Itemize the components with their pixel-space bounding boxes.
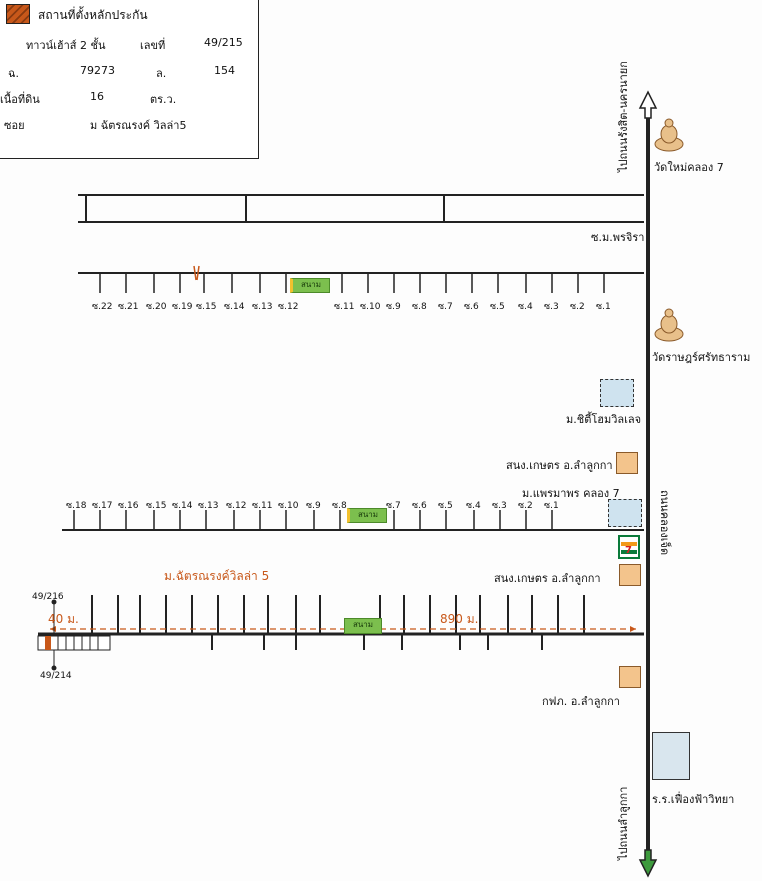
school-label: ร.ร.เฟื่องฟ้าวิทยา (652, 793, 735, 806)
soi-label: ซ.1 (596, 302, 611, 312)
soi-label: ซ.9 (306, 501, 321, 511)
collateral-swatch (6, 4, 30, 24)
school-icon (652, 732, 690, 780)
soi-label: ซ.22 (92, 302, 113, 312)
area-label: เนื้อที่ดิน (0, 93, 40, 106)
soi-label: ซ.6 (464, 302, 479, 312)
soi-label: ซอย (4, 119, 25, 132)
svg-text:7: 7 (625, 545, 632, 556)
soi-label: ซ.11 (334, 302, 355, 312)
main-road-label: ถนนคลองเจ็ด (658, 490, 671, 556)
soi-label: ซ.19 (172, 302, 193, 312)
north-direction-label: ไปถนนรังสิต-นครนายก (617, 61, 630, 172)
soi-label: ซ.18 (66, 501, 87, 511)
agri-office2-icon (619, 564, 641, 586)
no-value: 49/215 (204, 36, 243, 49)
pea-office-label: กฟภ. อ.ลำลูกกา (542, 695, 620, 708)
break-marker (193, 265, 200, 281)
soi-prija-label: ซ.ม.พรจิรา (591, 231, 645, 244)
pea-office-icon (619, 666, 641, 688)
village2-label: ม.แพรมาพร คลอง 7 (522, 487, 620, 500)
soi-label: ซ.3 (492, 501, 507, 511)
soi-label: ซ.1 (544, 501, 559, 511)
soi-label: ซ.7 (386, 501, 401, 511)
no-label: เลขที่ (140, 39, 166, 52)
soi-label: ซ.8 (332, 501, 347, 511)
area-unit: ตร.ว. (150, 93, 177, 106)
soi-label: ซ.7 (438, 302, 453, 312)
area-value: 16 (90, 90, 104, 103)
agri-office1-label: สนง.เกษตร อ.ลำลูกกา (506, 459, 613, 472)
soi-label: ซ.17 (92, 501, 113, 511)
soi-label: ซ.13 (198, 501, 219, 511)
soi-label: ซ.14 (224, 302, 245, 312)
field-row2: สนาม (347, 508, 387, 523)
south-direction-label: ไปถนนลำลูกกา (617, 786, 630, 860)
l-value: 154 (214, 64, 235, 77)
legend-box: สถานที่ตั้งหลักประกัน ทาวน์เฮ้าส์ 2 ชั้น… (0, 0, 259, 159)
chanot-value: 79273 (80, 64, 115, 77)
type-label: ทาวน์เฮ้าส์ 2 ชั้น (26, 39, 106, 52)
soi-label: ซ.2 (518, 501, 533, 511)
soi-label: ซ.10 (360, 302, 381, 312)
soi-label: ซ.6 (412, 501, 427, 511)
temple-icon (654, 118, 684, 152)
soi-label: ซ.12 (226, 501, 247, 511)
distance-short-label: 40 ม. (48, 612, 79, 626)
soi-label: ซ.11 (252, 501, 273, 511)
soi-label: ซ.12 (278, 302, 299, 312)
agri-office2-label: สนง.เกษตร อ.ลำลูกกา (494, 572, 601, 585)
village2-building-icon (608, 499, 642, 527)
temple1-label: วัดใหม่คลอง 7 (654, 161, 724, 174)
village1-building-icon (600, 379, 634, 407)
soi-label: ซ.15 (196, 302, 217, 312)
chanot-label: ฉ. (8, 67, 19, 80)
soi-label: ซ.8 (412, 302, 427, 312)
soi-label: ซ.21 (118, 302, 139, 312)
neighbor-south-label: 49/214 (40, 671, 72, 681)
temple2-label: วัดราษฎร์ศรัทธาราม (652, 351, 751, 364)
soi-label: ซ.13 (252, 302, 273, 312)
distance-long-label: 890 ม. (440, 612, 479, 626)
soi-label: ซ.16 (118, 501, 139, 511)
soi-label: ซ.3 (544, 302, 559, 312)
soi-label: ซ.9 (386, 302, 401, 312)
soi-label: ซ.4 (518, 302, 533, 312)
soi-label: ซ.4 (466, 501, 481, 511)
l-label: ล. (156, 67, 167, 80)
neighbor-north-label: 49/216 (32, 592, 64, 602)
field-row1: สนาม (290, 278, 330, 293)
soi-label: ซ.14 (172, 501, 193, 511)
legend-title: สถานที่ตั้งหลักประกัน (38, 8, 148, 22)
project-soi-label: ม.ฉัตรณรงค์วิลล่า 5 (164, 569, 270, 583)
soi-label: ซ.20 (146, 302, 167, 312)
soi-label: ซ.5 (490, 302, 505, 312)
agri-office1-icon (616, 452, 638, 474)
soi-label: ซ.10 (278, 501, 299, 511)
soi-label: ซ.2 (570, 302, 585, 312)
village1-label: ม.ชิตี้โฮมวิลเลจ (566, 413, 642, 426)
field-row3: สนาม (344, 618, 382, 634)
temple-icon (654, 308, 684, 342)
soi-label: ซ.15 (146, 501, 167, 511)
soi-value: ม ฉัตรณรงค์ วิลล่า5 (90, 119, 187, 132)
soi-label: ซ.5 (438, 501, 453, 511)
